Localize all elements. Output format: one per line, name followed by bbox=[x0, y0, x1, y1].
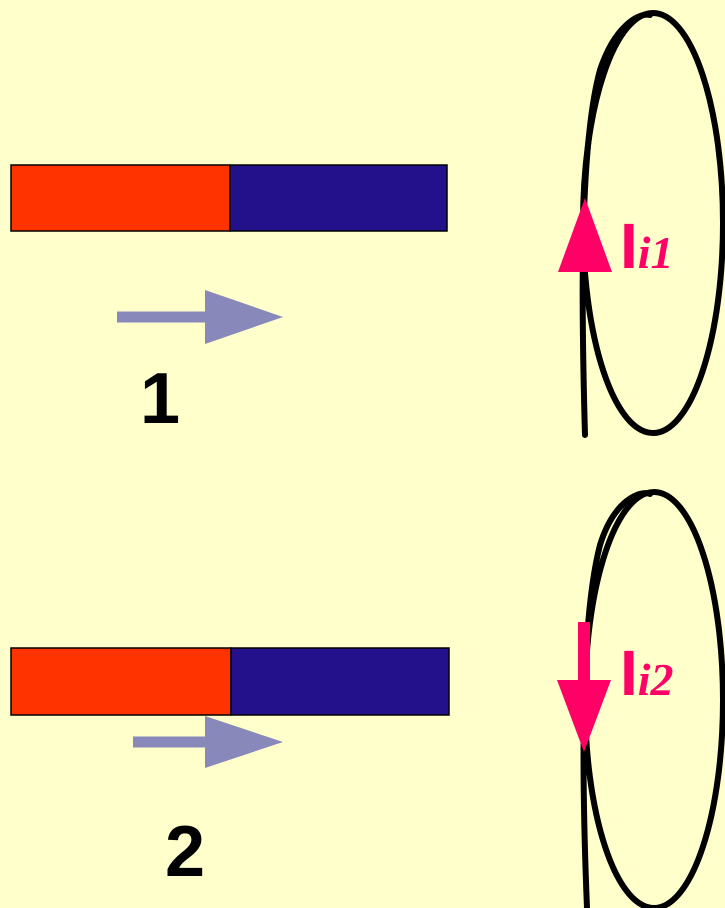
scene-2: 2 Ii2 bbox=[10, 489, 725, 908]
scene-label-1: 1 bbox=[140, 359, 180, 439]
current-symbol: I bbox=[620, 637, 638, 709]
magnet-south-pole bbox=[229, 164, 448, 232]
current-symbol: I bbox=[620, 210, 638, 282]
bar-magnet-2 bbox=[10, 647, 450, 716]
bar-magnet-1 bbox=[10, 164, 448, 232]
current-subscript: i1 bbox=[638, 227, 674, 278]
magnet-north-pole bbox=[10, 647, 232, 716]
coil-lead bbox=[579, 11, 653, 438]
svg-text:Ii2: Ii2 bbox=[620, 637, 674, 709]
magnet-north-pole bbox=[10, 164, 231, 232]
current-label-1: Ii1 bbox=[620, 210, 674, 282]
current-arrow-2 bbox=[557, 622, 611, 752]
coil-lead bbox=[580, 490, 653, 908]
coil-loop bbox=[580, 10, 725, 436]
scene-1: 1 Ii1 bbox=[10, 10, 725, 439]
current-subscript: i2 bbox=[638, 654, 674, 705]
motion-arrow-1 bbox=[117, 290, 283, 344]
magnet-south-pole bbox=[230, 647, 450, 716]
coil-1 bbox=[579, 10, 725, 438]
motion-arrow-2 bbox=[133, 716, 283, 768]
scene-label-2: 2 bbox=[165, 812, 205, 892]
svg-text:Ii1: Ii1 bbox=[620, 210, 674, 282]
current-label-2: Ii2 bbox=[620, 637, 674, 709]
current-arrow-1 bbox=[558, 198, 612, 272]
